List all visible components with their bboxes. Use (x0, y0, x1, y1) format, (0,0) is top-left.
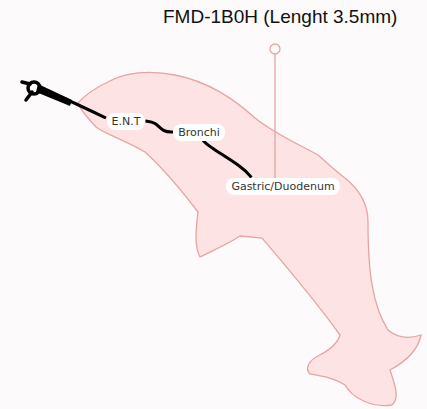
pin-leader (274, 54, 275, 185)
site-label: E.N.T (107, 113, 146, 130)
label-text: Bronchi (178, 125, 220, 140)
scope-connector (145, 121, 173, 132)
scope-handle-grip (22, 82, 32, 100)
title: FMD-1B0H (Lenght 3.5mm) (163, 6, 397, 28)
dolphin-outline (78, 72, 421, 405)
site-label: Gastric/Duodenum (226, 178, 339, 195)
site-label: Bronchi (173, 124, 225, 141)
scope-connector (203, 141, 251, 178)
label-text: Gastric/Duodenum (231, 179, 334, 194)
label-text: E.N.T (112, 114, 141, 129)
pin-head (270, 44, 280, 54)
